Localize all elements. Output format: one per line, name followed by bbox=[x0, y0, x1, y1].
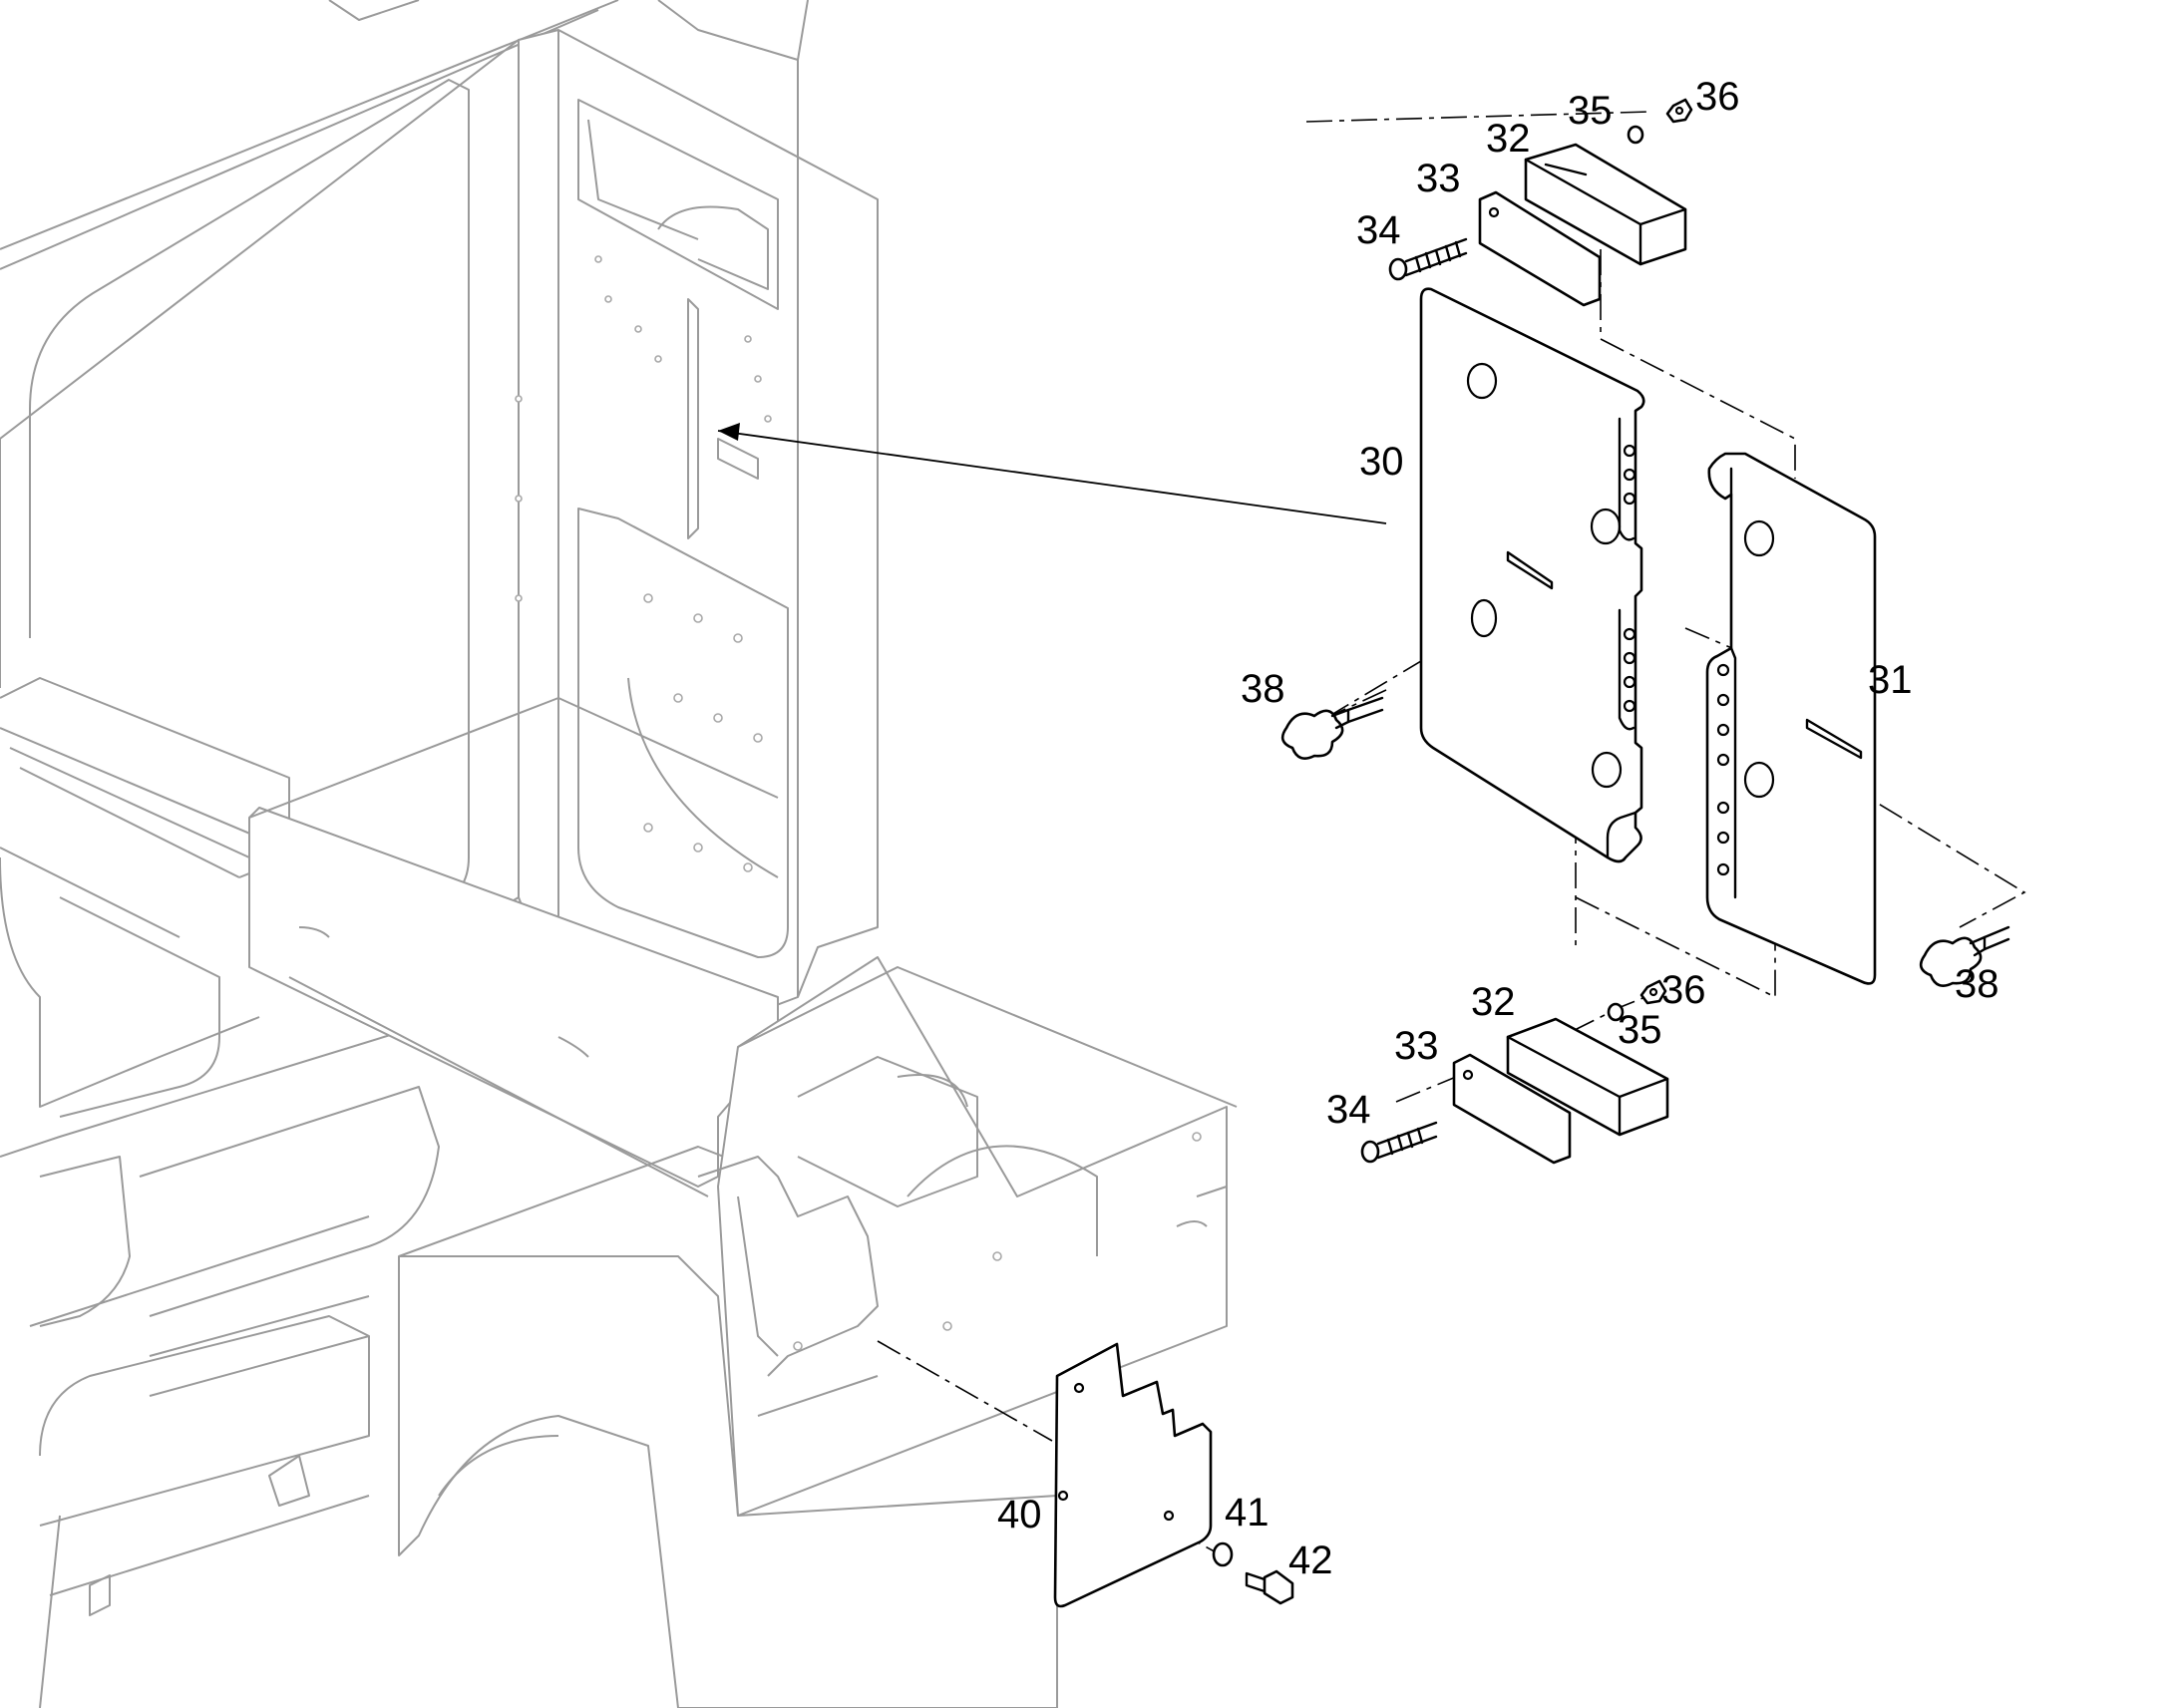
part-30-hole-strip-top bbox=[1618, 417, 1636, 541]
part-33-bottom-plate bbox=[1452, 1053, 1572, 1165]
part-31-hole-strip bbox=[1716, 663, 1730, 876]
callout-labels: 30 31 32 33 34 35 36 38 38 32 33 34 35 3… bbox=[997, 75, 1999, 1582]
callout-38-left: 38 bbox=[1241, 667, 1285, 711]
part-33-top-plate bbox=[1478, 190, 1602, 307]
callout-40: 40 bbox=[997, 1493, 1042, 1537]
part-34-bottom-screw bbox=[1360, 1121, 1438, 1164]
callout-35-top: 35 bbox=[1568, 89, 1613, 133]
part-30-hole-strip-bottom bbox=[1618, 608, 1636, 731]
part-38-left-knob bbox=[1280, 696, 1384, 760]
callout-38-right: 38 bbox=[1955, 962, 1999, 1006]
callout-34-bottom: 34 bbox=[1326, 1088, 1371, 1132]
callout-31: 31 bbox=[1868, 658, 1913, 702]
part-31-plate bbox=[1705, 452, 1877, 985]
part-30-plate bbox=[1419, 287, 1645, 863]
part-38-right-knob bbox=[1919, 925, 2010, 987]
part-30-leader bbox=[717, 423, 1387, 524]
callout-33-bottom: 33 bbox=[1394, 1024, 1439, 1068]
callout-36-top: 36 bbox=[1695, 75, 1740, 119]
callout-33-top: 33 bbox=[1416, 157, 1461, 200]
machine-frame bbox=[0, 0, 1238, 1708]
callout-42: 42 bbox=[1288, 1538, 1333, 1582]
part-41-washer bbox=[1212, 1541, 1234, 1567]
top-block-assembly bbox=[1388, 98, 1693, 307]
callout-35-bottom: 35 bbox=[1618, 1008, 1662, 1052]
callout-32-bottom: 32 bbox=[1471, 980, 1516, 1024]
part-40-cover bbox=[1053, 1342, 1213, 1608]
callout-36-bottom: 36 bbox=[1661, 968, 1706, 1012]
part-42-bolt bbox=[1245, 1569, 1294, 1605]
part-32-bottom-block bbox=[1506, 1017, 1669, 1137]
callout-41: 41 bbox=[1225, 1491, 1270, 1535]
part-35-top-washer bbox=[1627, 125, 1644, 145]
callout-32-top: 32 bbox=[1486, 117, 1531, 161]
callout-34-top: 34 bbox=[1356, 208, 1401, 252]
bottom-block-assembly bbox=[1360, 979, 1669, 1165]
part-34-top-screw bbox=[1388, 237, 1468, 281]
part-35-bottom-washer bbox=[1607, 1002, 1625, 1022]
callout-30: 30 bbox=[1359, 440, 1404, 484]
frame-holes bbox=[515, 255, 772, 872]
